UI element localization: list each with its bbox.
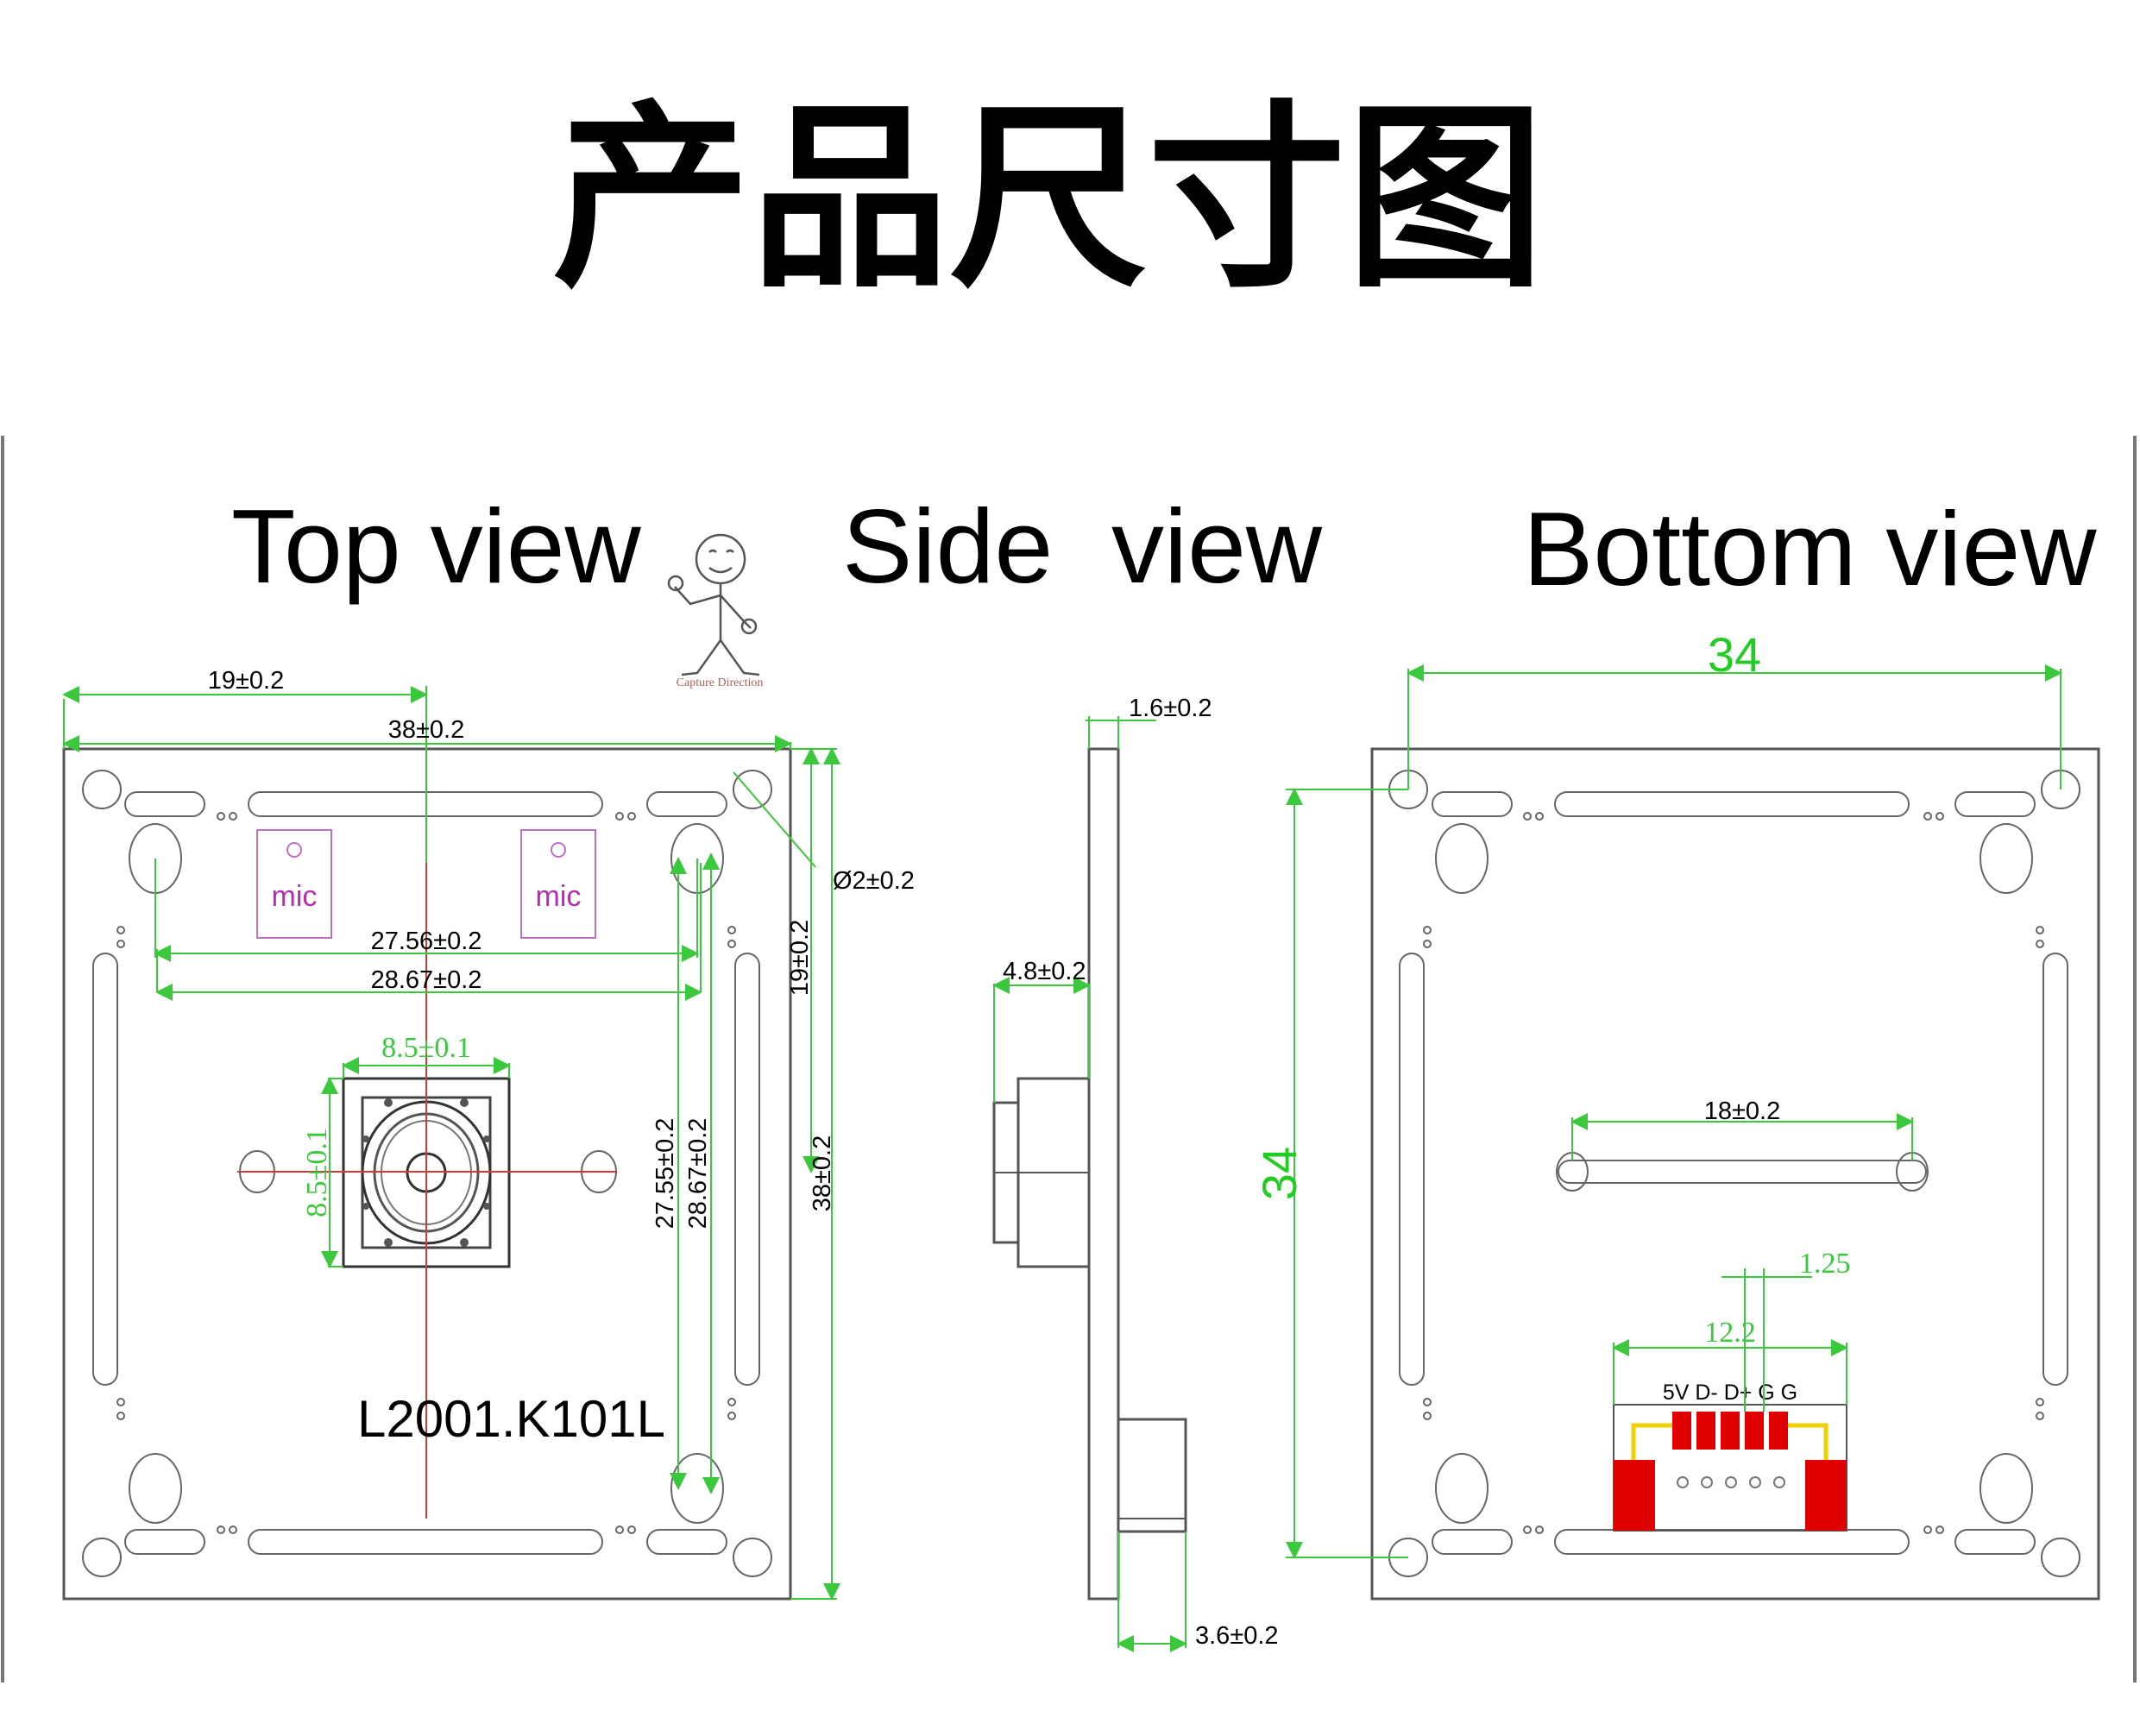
side-view-dim-lines: [992, 716, 1187, 1652]
dim-lens-height-side: 4.8±0.2: [1003, 958, 1086, 985]
dim-lens-width: 8.5±0.1: [381, 1032, 471, 1064]
model-number: L2001.K101L: [357, 1390, 665, 1448]
usb-connector: [1613, 1404, 1847, 1532]
dim-bottom-height: 34: [1252, 1147, 1306, 1200]
dim-bottom-hole-span: 18±0.2: [1704, 1098, 1781, 1125]
mic-2-label: mic: [536, 880, 582, 913]
side-view-profile: [992, 747, 1187, 1601]
dim-width: 38±0.2: [388, 716, 465, 744]
mic-1: [256, 829, 332, 939]
top-view-dim-lines: [62, 686, 840, 1601]
dim-half-height: 19±0.2: [786, 920, 814, 997]
dim-hole-span-outer: 28.67±0.2: [371, 966, 482, 994]
bottom-view-heading: Bottom view: [1523, 490, 2097, 607]
connector-pin-labels: 5V D- D+ G G: [1663, 1381, 1797, 1405]
top-view-heading: Top view: [231, 487, 642, 605]
dim-hole-diameter: Ø2±0.2: [833, 867, 915, 895]
dim-connector-height: 3.6±0.2: [1195, 1622, 1279, 1650]
dim-bottom-width: 34: [1708, 627, 1761, 682]
dim-hole-span-inner: 27.56±0.2: [371, 928, 482, 955]
side-view-heading: Side view: [842, 487, 1323, 605]
dim-board-thickness: 1.6±0.2: [1129, 695, 1212, 722]
capture-direction-figure: [667, 533, 760, 676]
dim-v-span-inner: 27.55±0.2: [651, 1118, 679, 1230]
mic-2: [520, 829, 596, 939]
dim-v-span-outer: 28.67±0.2: [684, 1118, 712, 1230]
dim-lens-height: 8.5±0.1: [301, 1128, 333, 1217]
page-title: 产品尺寸图: [552, 85, 1545, 315]
dim-connector-width: 12.2: [1704, 1317, 1756, 1349]
dim-height: 38±0.2: [809, 1135, 836, 1212]
dim-pin-pitch: 1.25: [1799, 1248, 1851, 1280]
mic-1-label: mic: [272, 880, 318, 913]
capture-direction-label: Capture Direction: [677, 676, 764, 689]
bottom-view-board: [1370, 747, 2100, 1601]
bottom-view-dim-lines: [1286, 664, 2062, 1559]
dim-half-width: 19±0.2: [208, 667, 285, 695]
top-view-centerlines: [237, 854, 617, 1519]
